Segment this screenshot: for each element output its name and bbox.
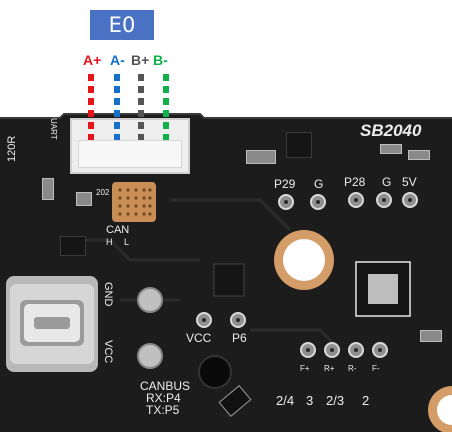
silk-g2: G [382, 175, 392, 189]
smd-can-chip [60, 236, 86, 256]
silk-canbus: CANBUS [140, 379, 191, 393]
pad-f-plus [300, 342, 316, 358]
silk-rx: RX:P4 [146, 391, 181, 405]
pin-label-a-plus: A+ [83, 52, 102, 68]
silk-p6: P6 [232, 331, 247, 345]
pin-label-a-minus: A- [110, 52, 125, 68]
jst-connector-opening [78, 140, 182, 168]
silk-can-l: L [124, 237, 130, 247]
silk-5v: 5V [402, 175, 417, 189]
silk-tx: TX:P5 [146, 403, 180, 417]
smd-cap-2 [408, 150, 430, 160]
silk-can-h: H [106, 237, 113, 247]
pad-g1 [310, 194, 326, 210]
pad-p29 [278, 194, 294, 210]
silk-can: CAN [106, 224, 130, 236]
silk-gnd: GND [102, 282, 114, 307]
smd-resistor-202 [76, 192, 92, 206]
smd-resistor [246, 150, 276, 164]
pin-label-b-minus: B- [153, 52, 168, 68]
smd-cap-left [42, 178, 54, 200]
silk-3: 3 [306, 393, 314, 408]
pad-r-minus [348, 342, 364, 358]
silk-vcc-side: VCC [102, 340, 114, 364]
silk-120r: 120R [6, 135, 18, 162]
silk-f-minus: F- [372, 364, 380, 373]
pad-p28 [348, 192, 364, 208]
connector-title-e0: E0 [90, 10, 154, 40]
silk-2-4: 2/4 [276, 393, 295, 408]
silk-p28: P28 [344, 175, 366, 189]
silk-r-plus: R+ [324, 364, 335, 373]
pin-label-b-plus: B+ [131, 52, 150, 68]
silk-p29: P29 [274, 177, 296, 191]
silk-2-3: 2/3 [326, 393, 345, 408]
silk-g1: G [314, 177, 324, 191]
pad-p6 [230, 312, 246, 328]
smd-cap-1 [380, 144, 402, 154]
silk-uart: UART [49, 118, 58, 140]
pad-vcc [196, 312, 212, 328]
silk-2: 2 [362, 393, 370, 408]
pad-5v [402, 192, 418, 208]
smd-transistor [286, 132, 312, 158]
silk-f-plus: F+ [300, 364, 310, 373]
board-name: SB2040 [360, 121, 422, 140]
pad-g2 [376, 192, 392, 208]
pad-r-plus [324, 342, 340, 358]
silk-r-minus: R- [348, 364, 357, 373]
pad-f-minus [372, 342, 388, 358]
silk-vcc: VCC [186, 331, 212, 345]
silk-202: 202 [96, 188, 110, 197]
smd-cap-right [420, 330, 442, 342]
